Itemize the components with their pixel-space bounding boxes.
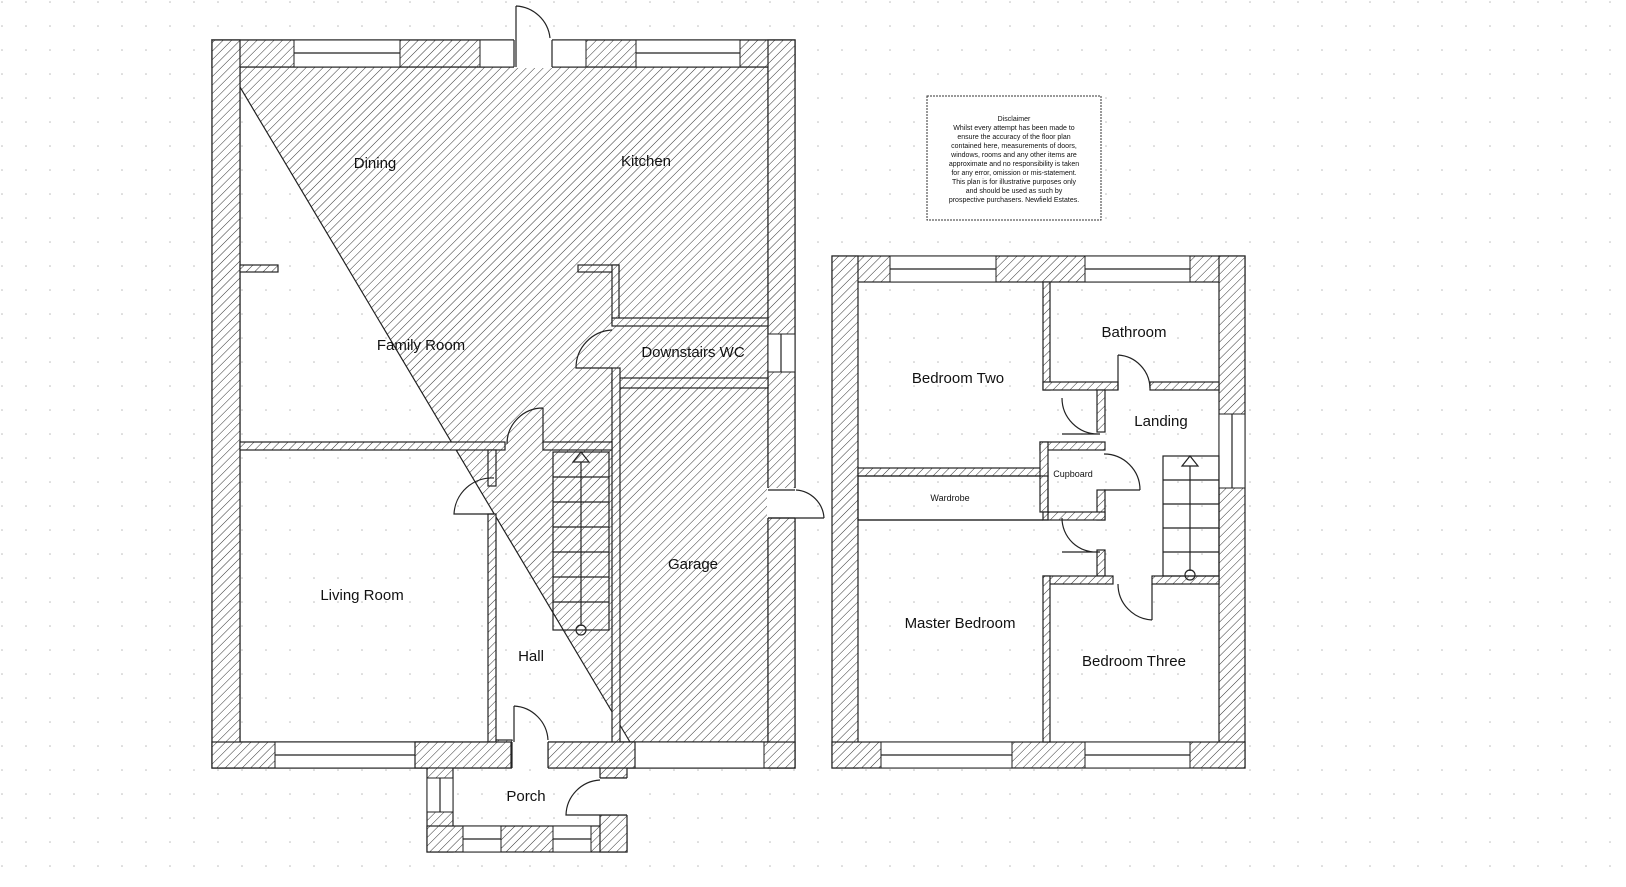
wall-right <box>767 39 796 769</box>
label-porch: Porch <box>506 788 545 805</box>
back-door[interactable] <box>515 5 551 67</box>
label-dining: Dining <box>354 155 397 172</box>
ff-wall-bed2-bottom <box>857 467 1049 477</box>
bedroom-three-door[interactable] <box>1117 583 1153 621</box>
staircase-first <box>1162 455 1220 581</box>
disclaimer-line-7: This plan is for illustrative purposes o… <box>952 179 1077 186</box>
window-kitchen-small <box>479 39 515 68</box>
label-downstairs-wc: Downstairs WC <box>641 344 745 361</box>
porch <box>414 705 636 853</box>
front-door[interactable] <box>565 779 601 816</box>
disclaimer-line-1: Whilst every attempt has been made to <box>953 125 1074 132</box>
label-bathroom: Bathroom <box>1101 324 1166 341</box>
wall-hall-top <box>542 441 613 451</box>
label-living-room: Living Room <box>320 587 403 604</box>
label-family-room: Family Room <box>377 337 465 354</box>
disclaimer-line-9: prospective purchasers. Newfield Estates… <box>949 197 1079 204</box>
disclaimer-box: Disclaimer Whilst every attempt has been… <box>926 95 1102 221</box>
label-wardrobe: Wardrobe <box>930 493 969 503</box>
label-kitchen: Kitchen <box>621 153 671 170</box>
ff-wall-right <box>1218 255 1246 769</box>
label-hall: Hall <box>518 648 544 665</box>
disclaimer-line-8: and should be used as such by <box>966 188 1063 195</box>
wc-door[interactable] <box>575 329 613 369</box>
master-bedroom-door[interactable] <box>1061 517 1100 553</box>
ground-floor: Dining Kitchen Family Room Downstairs WC… <box>210 5 825 853</box>
wall-wc-bottom <box>611 377 769 389</box>
first-floor: Bedroom Two Bathroom Landing Cupboard Wa… <box>831 255 1246 769</box>
label-bedroom-two: Bedroom Two <box>912 370 1004 387</box>
disclaimer-line-2: ensure the accuracy of the floor plan <box>957 134 1070 141</box>
disclaimer-line-3: contained here, measurements of doors, <box>951 143 1077 150</box>
label-master-bedroom: Master Bedroom <box>905 615 1016 632</box>
wall-garage-left <box>611 367 621 743</box>
garage-door-opening <box>631 741 765 769</box>
ff-wall-bath-bottom-right <box>1149 381 1220 391</box>
garage-side-door[interactable] <box>768 489 825 519</box>
disclaimer-line-6: for any error, omission or mis-statement… <box>951 170 1076 177</box>
wall-living-top <box>239 441 506 451</box>
front-inner-door[interactable] <box>513 705 549 742</box>
wall-living-right <box>487 513 497 743</box>
ff-wall-bath-bottom-left <box>1042 381 1119 391</box>
ff-wall-landing-left-upper <box>1096 389 1106 433</box>
bathroom-door[interactable] <box>1117 354 1151 390</box>
label-cupboard: Cupboard <box>1053 469 1093 479</box>
ff-wall-cupboard-bottom <box>1042 511 1106 521</box>
disclaimer-line-5: approximate and no responsibility is tak… <box>949 161 1079 168</box>
disclaimer-line-4: windows, rooms and any other items are <box>950 152 1077 159</box>
ff-wall-bed2-right <box>1042 281 1051 391</box>
ff-wall-master-right <box>1096 549 1106 577</box>
bedroom-two-door[interactable] <box>1061 397 1100 435</box>
ff-wall-cupboard-top <box>1039 441 1106 451</box>
label-garage: Garage <box>668 556 718 573</box>
hall-family-door[interactable] <box>506 407 544 445</box>
label-bedroom-three: Bedroom Three <box>1082 653 1186 670</box>
wall-wc-top <box>611 317 769 327</box>
ff-wall-cupboard-left <box>1039 441 1049 513</box>
wall-wc-left-upper <box>611 264 620 324</box>
ff-wall-bed3-left <box>1042 575 1051 743</box>
cupboard-door[interactable] <box>1103 453 1141 491</box>
disclaimer-line-0: Disclaimer <box>998 116 1031 123</box>
ff-wall-master-top <box>1042 575 1114 585</box>
wall-left <box>211 39 241 769</box>
staircase-ground <box>552 451 610 636</box>
label-landing: Landing <box>1134 413 1187 430</box>
window-kitchen-small-2 <box>551 39 587 68</box>
living-room-door[interactable] <box>453 477 495 515</box>
stub-wall-left <box>239 264 279 273</box>
ff-wall-left <box>831 255 859 769</box>
wall-living-right-upper <box>487 449 497 487</box>
